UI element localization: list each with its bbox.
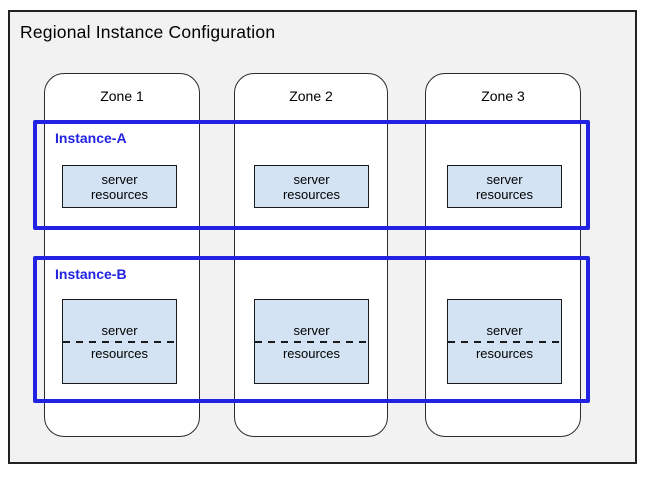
instance-a-label: Instance-A	[55, 130, 127, 146]
server-box-line1: server	[101, 171, 138, 187]
server-box-line2: resources	[90, 345, 149, 361]
server-box-line1: server	[101, 322, 138, 338]
dashed-divider	[448, 340, 561, 343]
instance-a-boundary: Instance-A	[33, 120, 590, 230]
instance-b-boundary: Instance-B	[33, 256, 590, 403]
dashed-divider	[255, 340, 368, 343]
server-box-line2: resources	[475, 186, 534, 202]
server-box-line1: server	[486, 171, 523, 187]
server-resources-box-b-zone2: server resources	[254, 299, 369, 384]
server-resources-box-a-zone2: server resources	[254, 165, 369, 208]
instance-b-label: Instance-B	[55, 266, 127, 282]
server-resources-box-b-zone1: server resources	[62, 299, 177, 384]
server-box-line2: resources	[282, 345, 341, 361]
diagram-title: Regional Instance Configuration	[20, 22, 276, 42]
server-box-line1: server	[486, 322, 523, 338]
zone-2-label: Zone 2	[289, 88, 333, 104]
dashed-divider	[63, 340, 176, 343]
server-resources-box-a-zone3: server resources	[447, 165, 562, 208]
server-resources-box-a-zone1: server resources	[62, 165, 177, 208]
zone-3-label: Zone 3	[481, 88, 525, 104]
server-box-line2: resources	[282, 186, 341, 202]
server-box-line1: server	[293, 171, 330, 187]
server-box-line1: server	[293, 322, 330, 338]
zone-1-label: Zone 1	[100, 88, 144, 104]
server-resources-box-b-zone3: server resources	[447, 299, 562, 384]
server-box-line2: resources	[90, 186, 149, 202]
server-box-line2: resources	[475, 345, 534, 361]
